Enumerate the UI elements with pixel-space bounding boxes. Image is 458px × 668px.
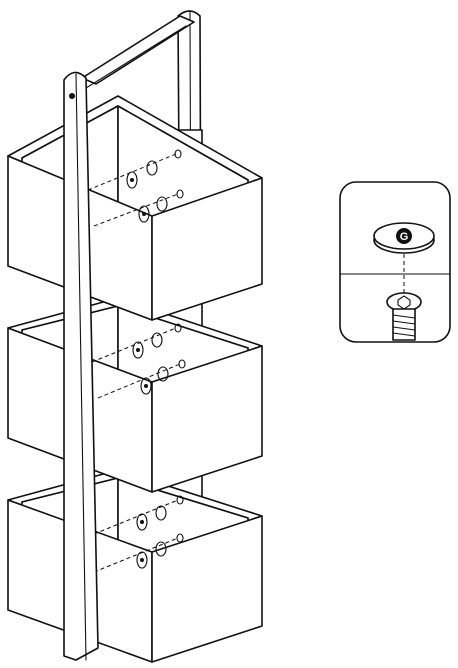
basket-bottom [7, 469, 263, 663]
hole-group-bottom [93, 495, 184, 573]
basket-middle [7, 297, 263, 493]
basket-top [7, 95, 263, 321]
front-post [63, 71, 99, 661]
part-label-badge: G [396, 228, 412, 244]
hole-group-top [87, 149, 184, 227]
hole-group-middle [91, 323, 186, 399]
post-screw-hole [69, 93, 75, 99]
hardware-callout-box: G [339, 181, 451, 343]
screw-icon [386, 292, 422, 341]
part-letter: G [400, 231, 409, 243]
